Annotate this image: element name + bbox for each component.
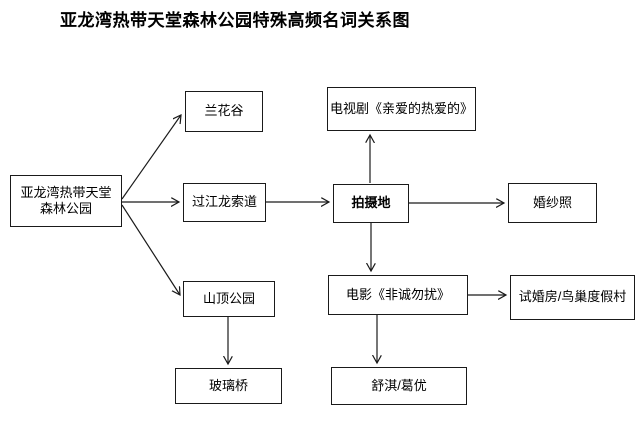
edge-park-orchid [121,115,181,200]
node-movie: 电影《非诚勿扰》 [328,275,468,315]
node-filming-location: 拍摄地 [333,184,409,223]
node-resort: 试婚房/鸟巢度假村 [510,275,635,320]
node-tv-series: 电视剧《亲爱的热爱的》 [327,87,476,131]
node-cableway: 过江龙索道 [183,183,266,222]
edge-park-summit [121,204,180,295]
node-orchid-valley: 兰花谷 [185,91,263,132]
node-summit-park: 山顶公园 [183,281,275,317]
node-glass-bridge: 玻璃桥 [175,368,282,404]
node-wedding-photos: 婚纱照 [508,183,597,223]
node-park: 亚龙湾热带天堂 森林公园 [10,175,122,227]
node-actors: 舒淇/葛优 [331,367,467,405]
page-title: 亚龙湾热带天堂森林公园特殊高频名词关系图 [60,11,410,30]
